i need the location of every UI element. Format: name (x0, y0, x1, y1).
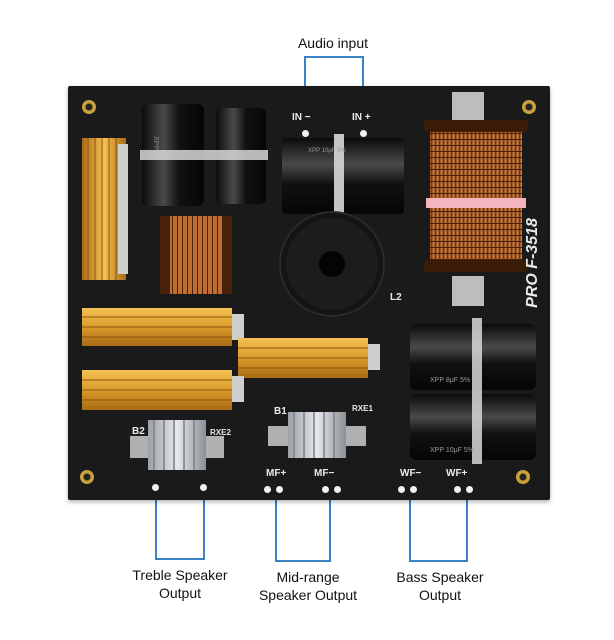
svg-text:XPP 10μF 5%: XPP 10μF 5% (430, 447, 474, 454)
pad-mf-plus-2 (276, 486, 283, 493)
mount-hole-top-right (522, 100, 536, 114)
audio-input-label: Audio input (297, 35, 369, 51)
pad-wf-plus-2 (466, 486, 473, 493)
bass-label-line2: Output (418, 587, 462, 603)
pad-in-plus (360, 130, 367, 137)
bass-line-bottom (409, 560, 468, 562)
pad-mf-minus-2 (334, 486, 341, 493)
treble-label-line2: Output (158, 585, 202, 601)
bass-line-right (466, 492, 468, 562)
treble-line-bottom (155, 558, 205, 560)
svg-text:XPP: XPP (152, 136, 159, 150)
audio-input-line-right (362, 56, 364, 106)
pad-wf-minus-1 (398, 486, 405, 493)
mid-label-line1: Mid-range (276, 569, 340, 585)
mount-hole-top-left (82, 100, 96, 114)
l2-label: L2 (390, 292, 402, 303)
audio-input-line-left (304, 56, 306, 106)
mount-hole-bottom-left (80, 470, 94, 484)
treble-label-line1: Treble Speaker (132, 567, 228, 583)
wf-minus-label: WF− (400, 468, 422, 479)
pad-in-minus (302, 130, 309, 137)
pad-mf-minus-1 (322, 486, 329, 493)
in-plus-label: IN + (352, 112, 371, 123)
model-label: PRO F-3518 (523, 218, 541, 308)
mf-minus-label: MF− (314, 468, 335, 479)
treble-output-label: Treble Speaker Output (110, 566, 250, 602)
treble-line-right (203, 492, 205, 560)
bass-line-left (409, 492, 411, 562)
mf-plus-label: MF+ (266, 468, 287, 479)
pad-mf-plus-1 (264, 486, 271, 493)
mid-line-right (329, 492, 331, 562)
mid-line-bottom (275, 560, 331, 562)
pad-treble-2 (200, 484, 207, 491)
svg-text:XPP 10μF 5%: XPP 10μF 5% (308, 148, 346, 154)
pad-treble-1 (152, 484, 159, 491)
audio-input-bracket-top (304, 56, 363, 58)
rxe2-label: RXE2 (210, 428, 231, 437)
mount-hole-bottom-right (516, 470, 530, 484)
in-minus-label: IN − (292, 112, 311, 123)
mid-label-line2: Speaker Output (258, 587, 358, 603)
bass-output-label: Bass Speaker Output (370, 568, 510, 604)
mid-output-label: Mid-range Speaker Output (238, 568, 378, 604)
b1-label: B1 (274, 406, 287, 417)
bass-label-line1: Bass Speaker (396, 569, 484, 585)
wf-plus-label: WF+ (446, 468, 468, 479)
pcb-components: XPP XPP 10μF 5% (82, 92, 536, 470)
rxe1-label: RXE1 (352, 404, 373, 413)
mid-line-left (275, 492, 277, 562)
pad-wf-plus-1 (454, 486, 461, 493)
treble-line-left (155, 492, 157, 560)
crossover-pcb: XPP XPP 10μF 5% (68, 86, 550, 500)
pad-wf-minus-2 (410, 486, 417, 493)
b2-label: B2 (132, 426, 145, 437)
svg-text:XPP 8μF 5%: XPP 8μF 5% (430, 377, 470, 384)
